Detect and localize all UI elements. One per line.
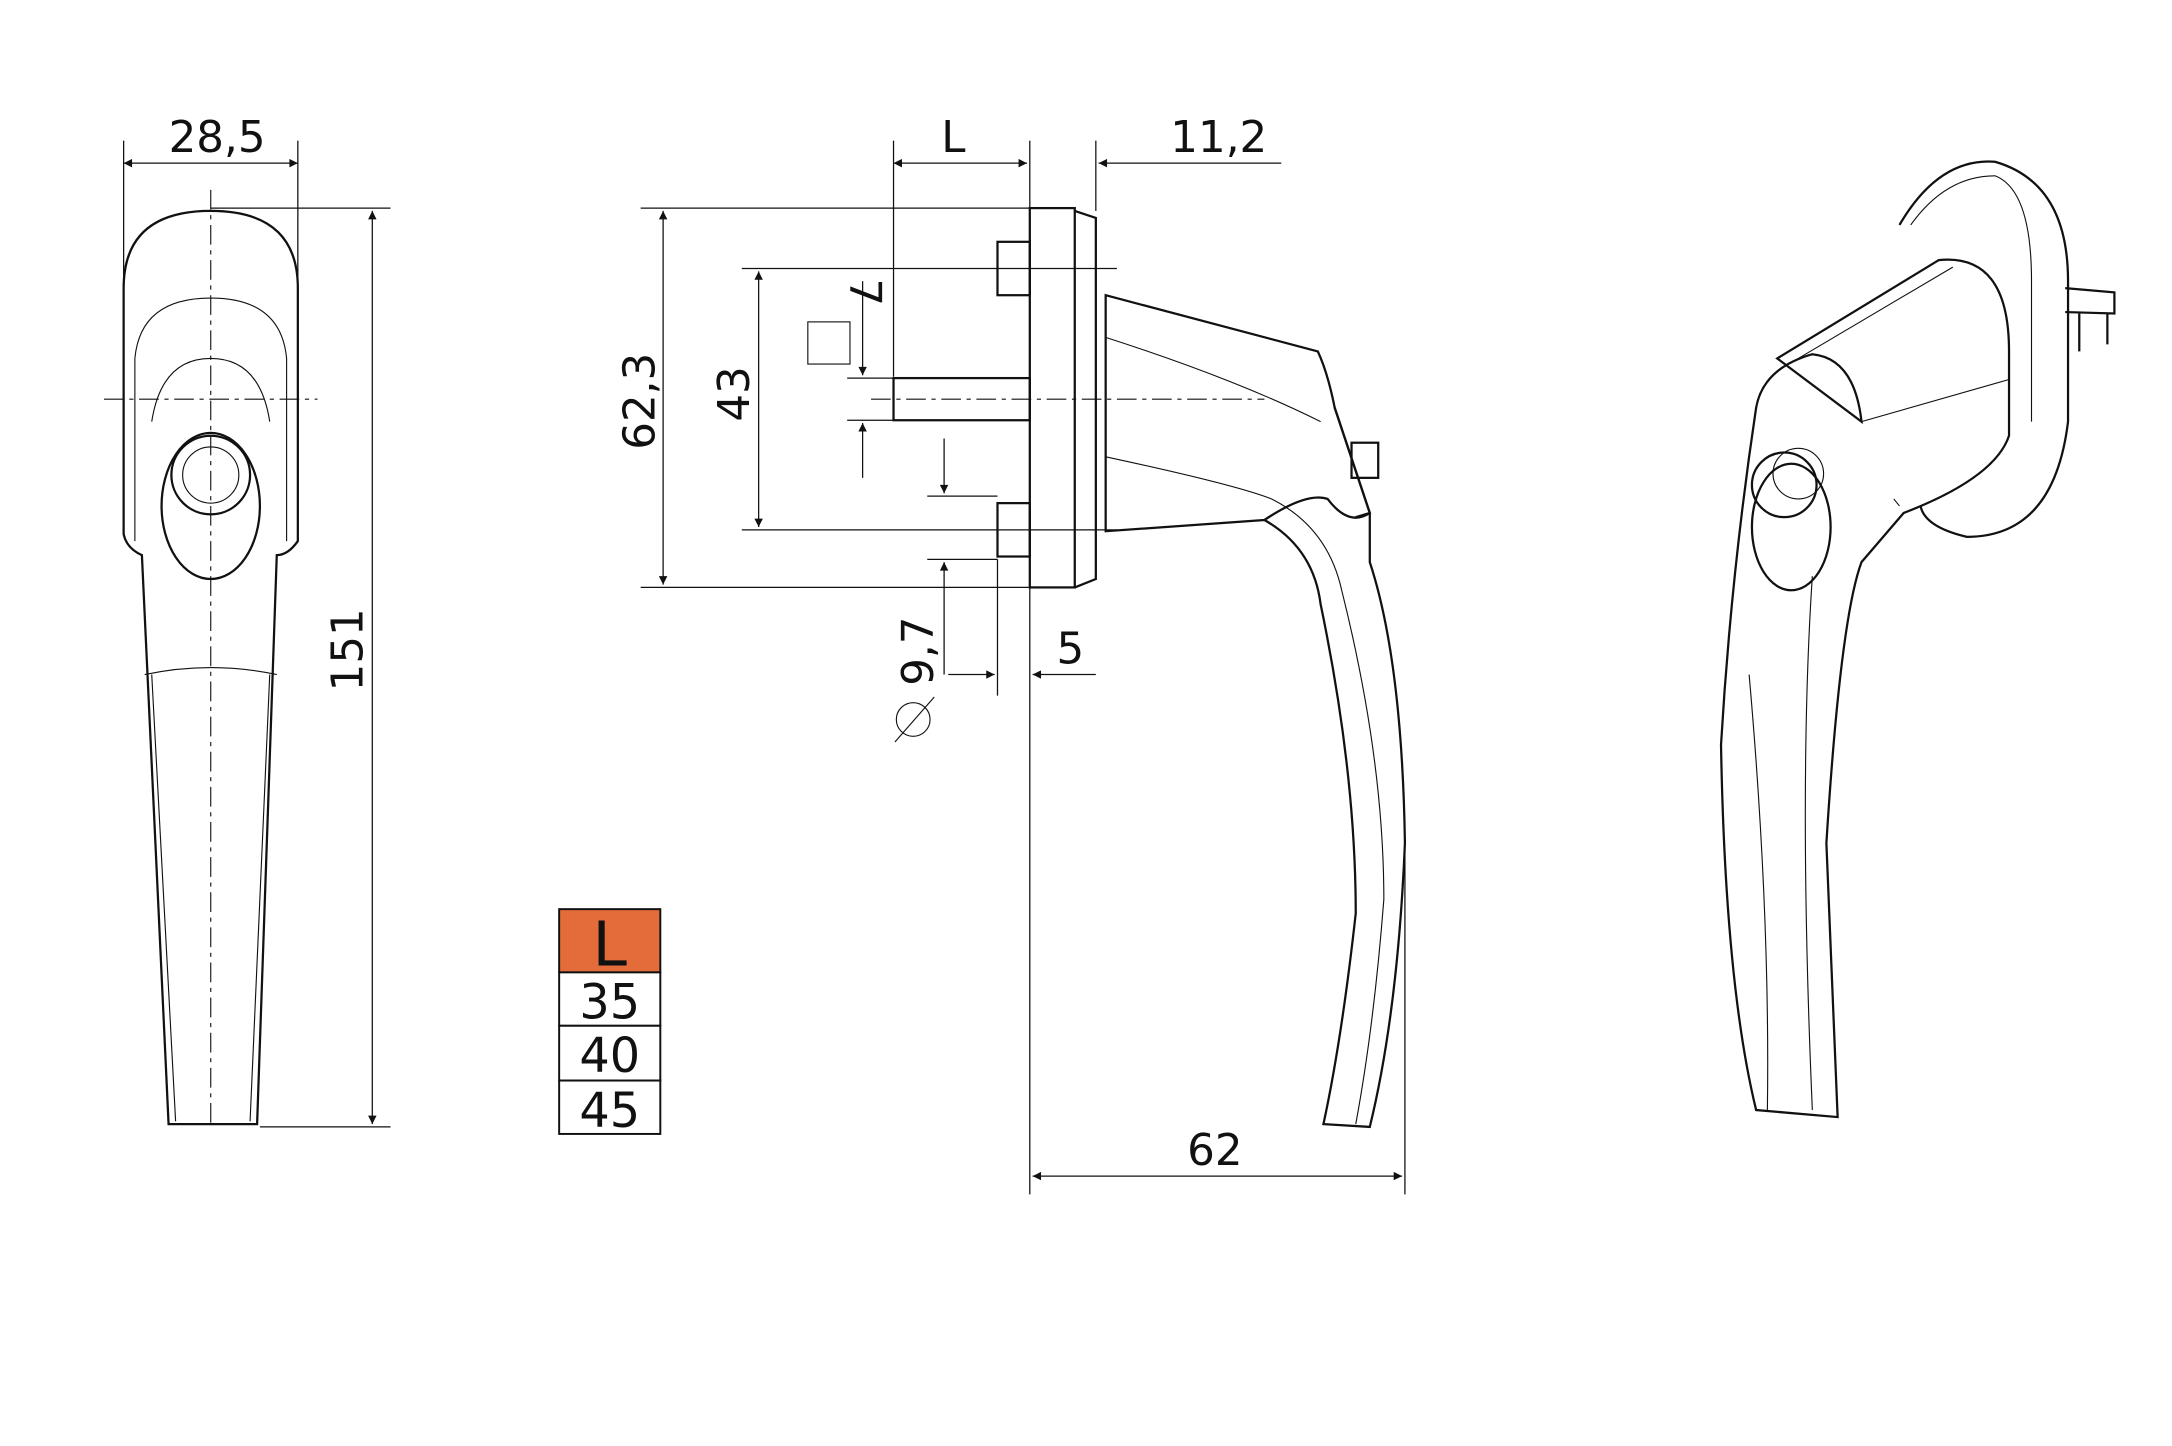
length-table-value: 35 [579, 976, 640, 1031]
length-table-header: L [593, 908, 628, 980]
length-table-value: 40 [579, 1029, 640, 1084]
dim-rosette-height: 62,3 [616, 353, 666, 450]
diameter-icon [894, 696, 935, 743]
length-table-value: 45 [579, 1084, 640, 1139]
side-view: L 11,2 62,3 43 7 9,7 5 62 [616, 113, 1407, 1195]
dim-screw-diameter: 9,7 [894, 617, 944, 686]
perspective-view [1719, 160, 2116, 1119]
dim-height-total: 151 [323, 608, 373, 691]
length-table: L 35 40 45 [558, 908, 662, 1139]
dim-screw-spacing: 43 [710, 366, 760, 421]
dim-width-front: 28,5 [169, 113, 266, 163]
dim-lever-reach: 62 [1187, 1126, 1242, 1176]
dim-square-spindle: 7 [839, 278, 889, 306]
square-symbol-icon [807, 321, 851, 365]
front-view: 28,5 151 [103, 113, 391, 1128]
dim-screw-offset: 5 [1056, 624, 1084, 674]
dim-rosette-depth: 11,2 [1170, 113, 1267, 163]
dim-spindle-length: L [941, 113, 966, 163]
length-table-header-cell [558, 908, 662, 974]
